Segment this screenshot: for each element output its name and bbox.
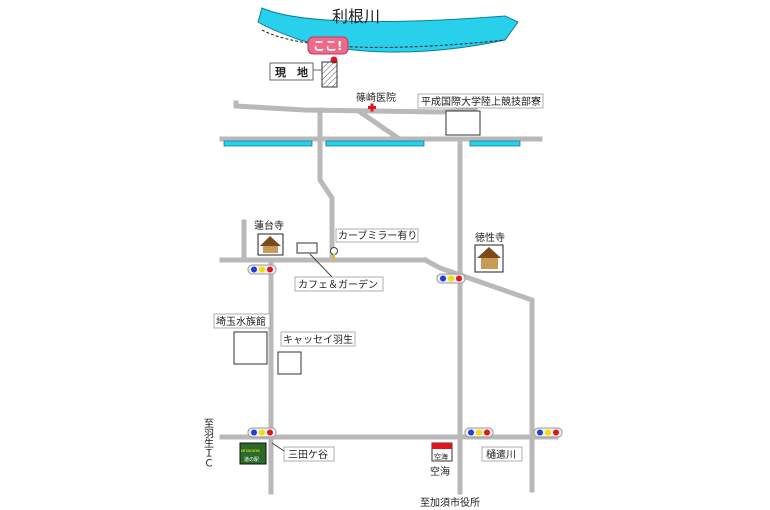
here-badge-text: ここ! xyxy=(313,39,342,53)
temple-icon-rendaiji xyxy=(257,233,284,256)
tone-river xyxy=(257,7,519,53)
traffic-light xyxy=(247,264,277,275)
here-label: 現 地 xyxy=(275,65,308,79)
canal xyxy=(223,140,521,147)
label-kukai: 空海 xyxy=(430,465,450,478)
traffic-light xyxy=(464,427,494,438)
here-building xyxy=(321,61,338,88)
mitagaya-logo-icon: MITAGAYA 道の駅 xyxy=(239,442,267,465)
hospital-cross-icon xyxy=(368,103,376,112)
building-cafe xyxy=(296,242,318,254)
label-hidoigawa: 樋遣川 xyxy=(486,448,516,461)
aquarium: 埼玉水族館 xyxy=(213,313,271,365)
label-mitagaya: 三田ケ谷 xyxy=(288,449,328,461)
label-curve-mirror: カーブミラー有り xyxy=(338,229,417,242)
label-aquarium: 埼玉水族館 xyxy=(216,315,266,328)
kukai-logo-icon: 空海 xyxy=(431,442,453,462)
label-rendaiji: 蓮台寺 xyxy=(254,219,284,232)
label-to-hanyu-ic: 至羽生ＩＣ xyxy=(202,418,214,468)
cafe: カフェ＆ガーデン xyxy=(294,253,384,292)
here-marker: ここ! xyxy=(307,36,349,88)
label-shinozaki: 篠崎医院 xyxy=(356,91,396,104)
dormitory: 平成国際大学陸上競技部寮 xyxy=(417,93,544,136)
traffic-light xyxy=(436,273,466,284)
curve-mirror: カーブミラー有り xyxy=(330,228,419,260)
label-tokushoji: 徳性寺 xyxy=(475,231,505,244)
svg-text:MITAGAYA: MITAGAYA xyxy=(241,448,260,453)
river-name: 利根川 xyxy=(332,7,380,26)
mitagaya: 三田ケ谷 xyxy=(271,442,335,462)
aquarium-building xyxy=(233,331,268,365)
label-to-kazo-city-hall: 至加須市役所 xyxy=(420,496,480,509)
dormitory-building xyxy=(445,110,481,136)
svg-text:空海: 空海 xyxy=(434,452,448,461)
svg-text:道の駅: 道の駅 xyxy=(244,456,259,463)
hidoigawa: 樋遣川 xyxy=(481,446,523,462)
to-hanyu-ic: 至羽生ＩＣ xyxy=(202,418,214,468)
label-dormitory: 平成国際大学陸上競技部寮 xyxy=(421,95,541,108)
road-network xyxy=(219,100,559,495)
cassei-building xyxy=(277,351,302,375)
temple-icon-tokushoji xyxy=(474,244,504,273)
mirror-icon xyxy=(330,247,338,255)
here-badge xyxy=(307,36,349,55)
cassei-hanyu: キャッセイ羽生 xyxy=(277,331,356,375)
label-cassei: キャッセイ羽生 xyxy=(283,333,353,346)
traffic-light xyxy=(247,427,277,438)
label-cafe: カフェ＆ガーデン xyxy=(298,278,378,291)
traffic-light xyxy=(533,427,563,438)
